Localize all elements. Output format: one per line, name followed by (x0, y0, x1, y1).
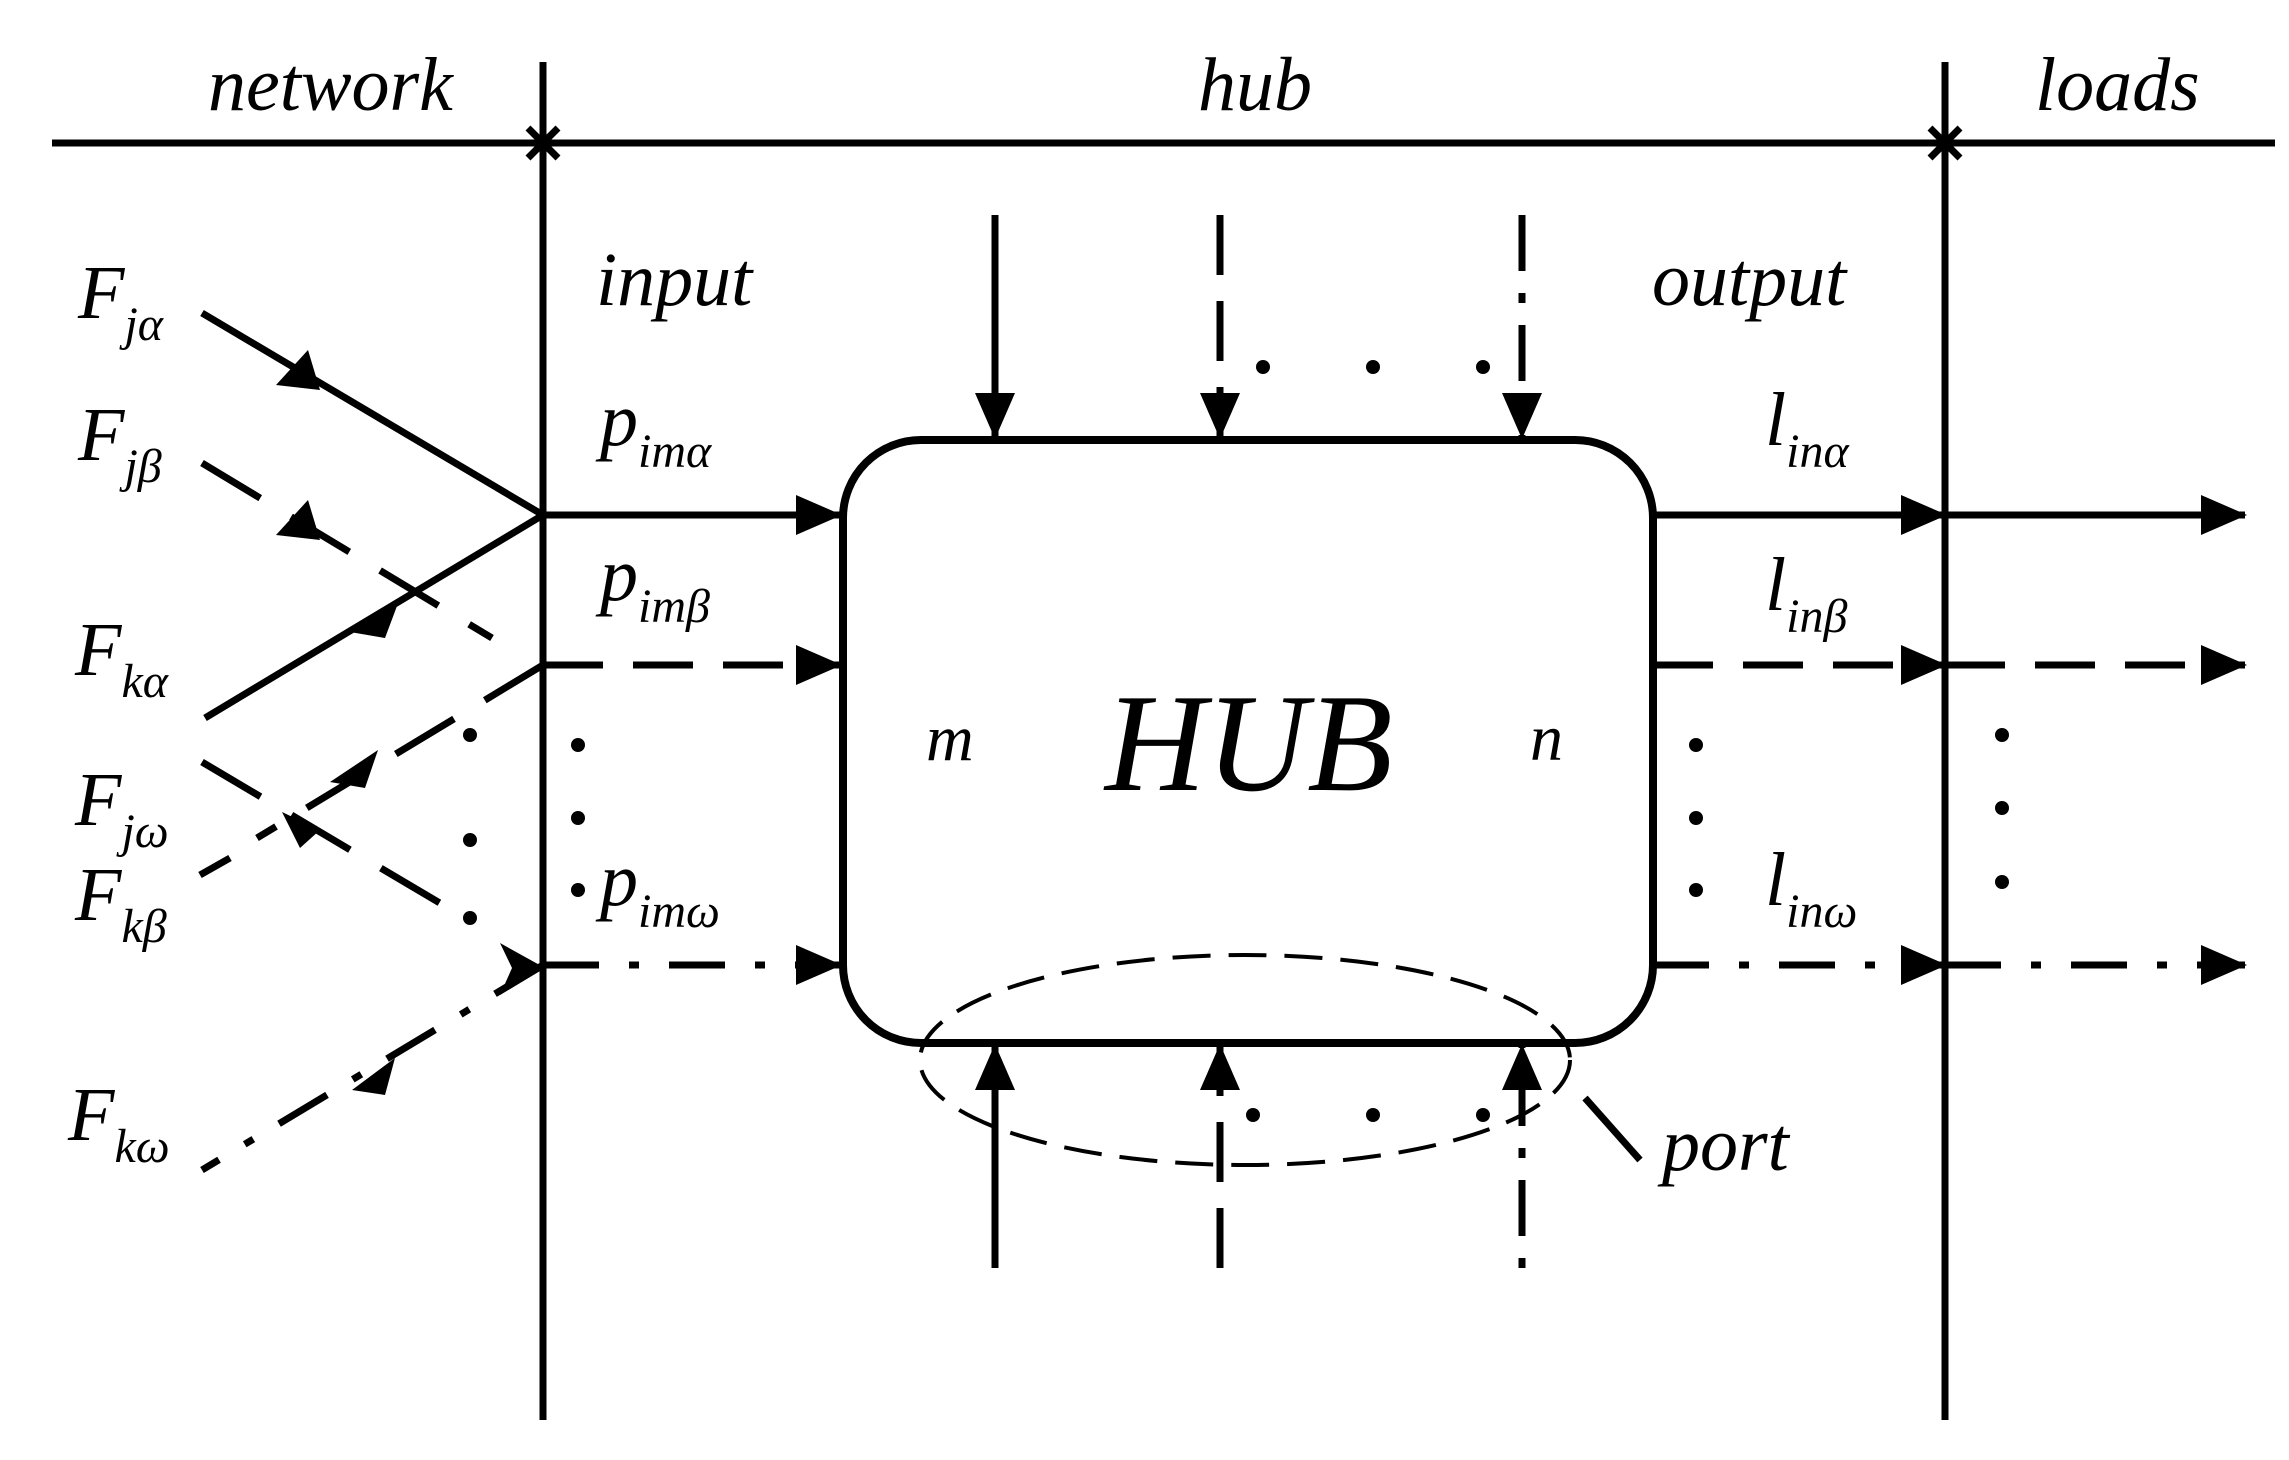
input-label-alpha: pimα (595, 378, 712, 478)
boundary-cross-right (1927, 125, 1963, 161)
region-label-loads: loads (2035, 43, 2200, 127)
region-label-hub: hub (1198, 43, 1312, 127)
output-label-alpha: linα (1765, 378, 1849, 478)
port-leader (1582, 1095, 1643, 1163)
top-port-arrows (975, 215, 1542, 439)
hub-input-count: m (926, 702, 974, 775)
output-label-omega: linω (1765, 838, 1857, 938)
input-label-omega: pimω (595, 838, 720, 938)
input-label-beta: pimβ (595, 533, 710, 633)
hub-box (839, 436, 1657, 1047)
bottom-port-arrows (975, 1044, 1542, 1268)
input-arrows (543, 495, 842, 985)
flow-label-k-beta: Fkβ (74, 853, 167, 953)
region-boundaries (52, 62, 2275, 1420)
input-label: input (596, 238, 754, 322)
output-label: output (1652, 238, 1848, 322)
port-ellipse (918, 953, 1572, 1167)
hub-name: HUB (1103, 666, 1393, 821)
flow-label-k-alpha: Fkα (74, 608, 169, 708)
boundary-cross-left (525, 125, 561, 161)
region-label-network: network (208, 43, 454, 127)
port-label: port (1657, 1103, 1791, 1187)
network-flow-lines (198, 309, 545, 1173)
flow-label-j-omega: Fjω (74, 758, 169, 858)
flow-label-j-beta: Fjβ (77, 393, 162, 493)
output-label-beta: linβ (1765, 543, 1847, 643)
ellipsis-dots (463, 728, 2009, 925)
output-arrows (1653, 495, 2247, 985)
flow-label-j-alpha: Fjα (77, 251, 164, 351)
hub-output-count: n (1530, 702, 1563, 775)
flow-label-k-omega: Fkω (67, 1073, 170, 1173)
